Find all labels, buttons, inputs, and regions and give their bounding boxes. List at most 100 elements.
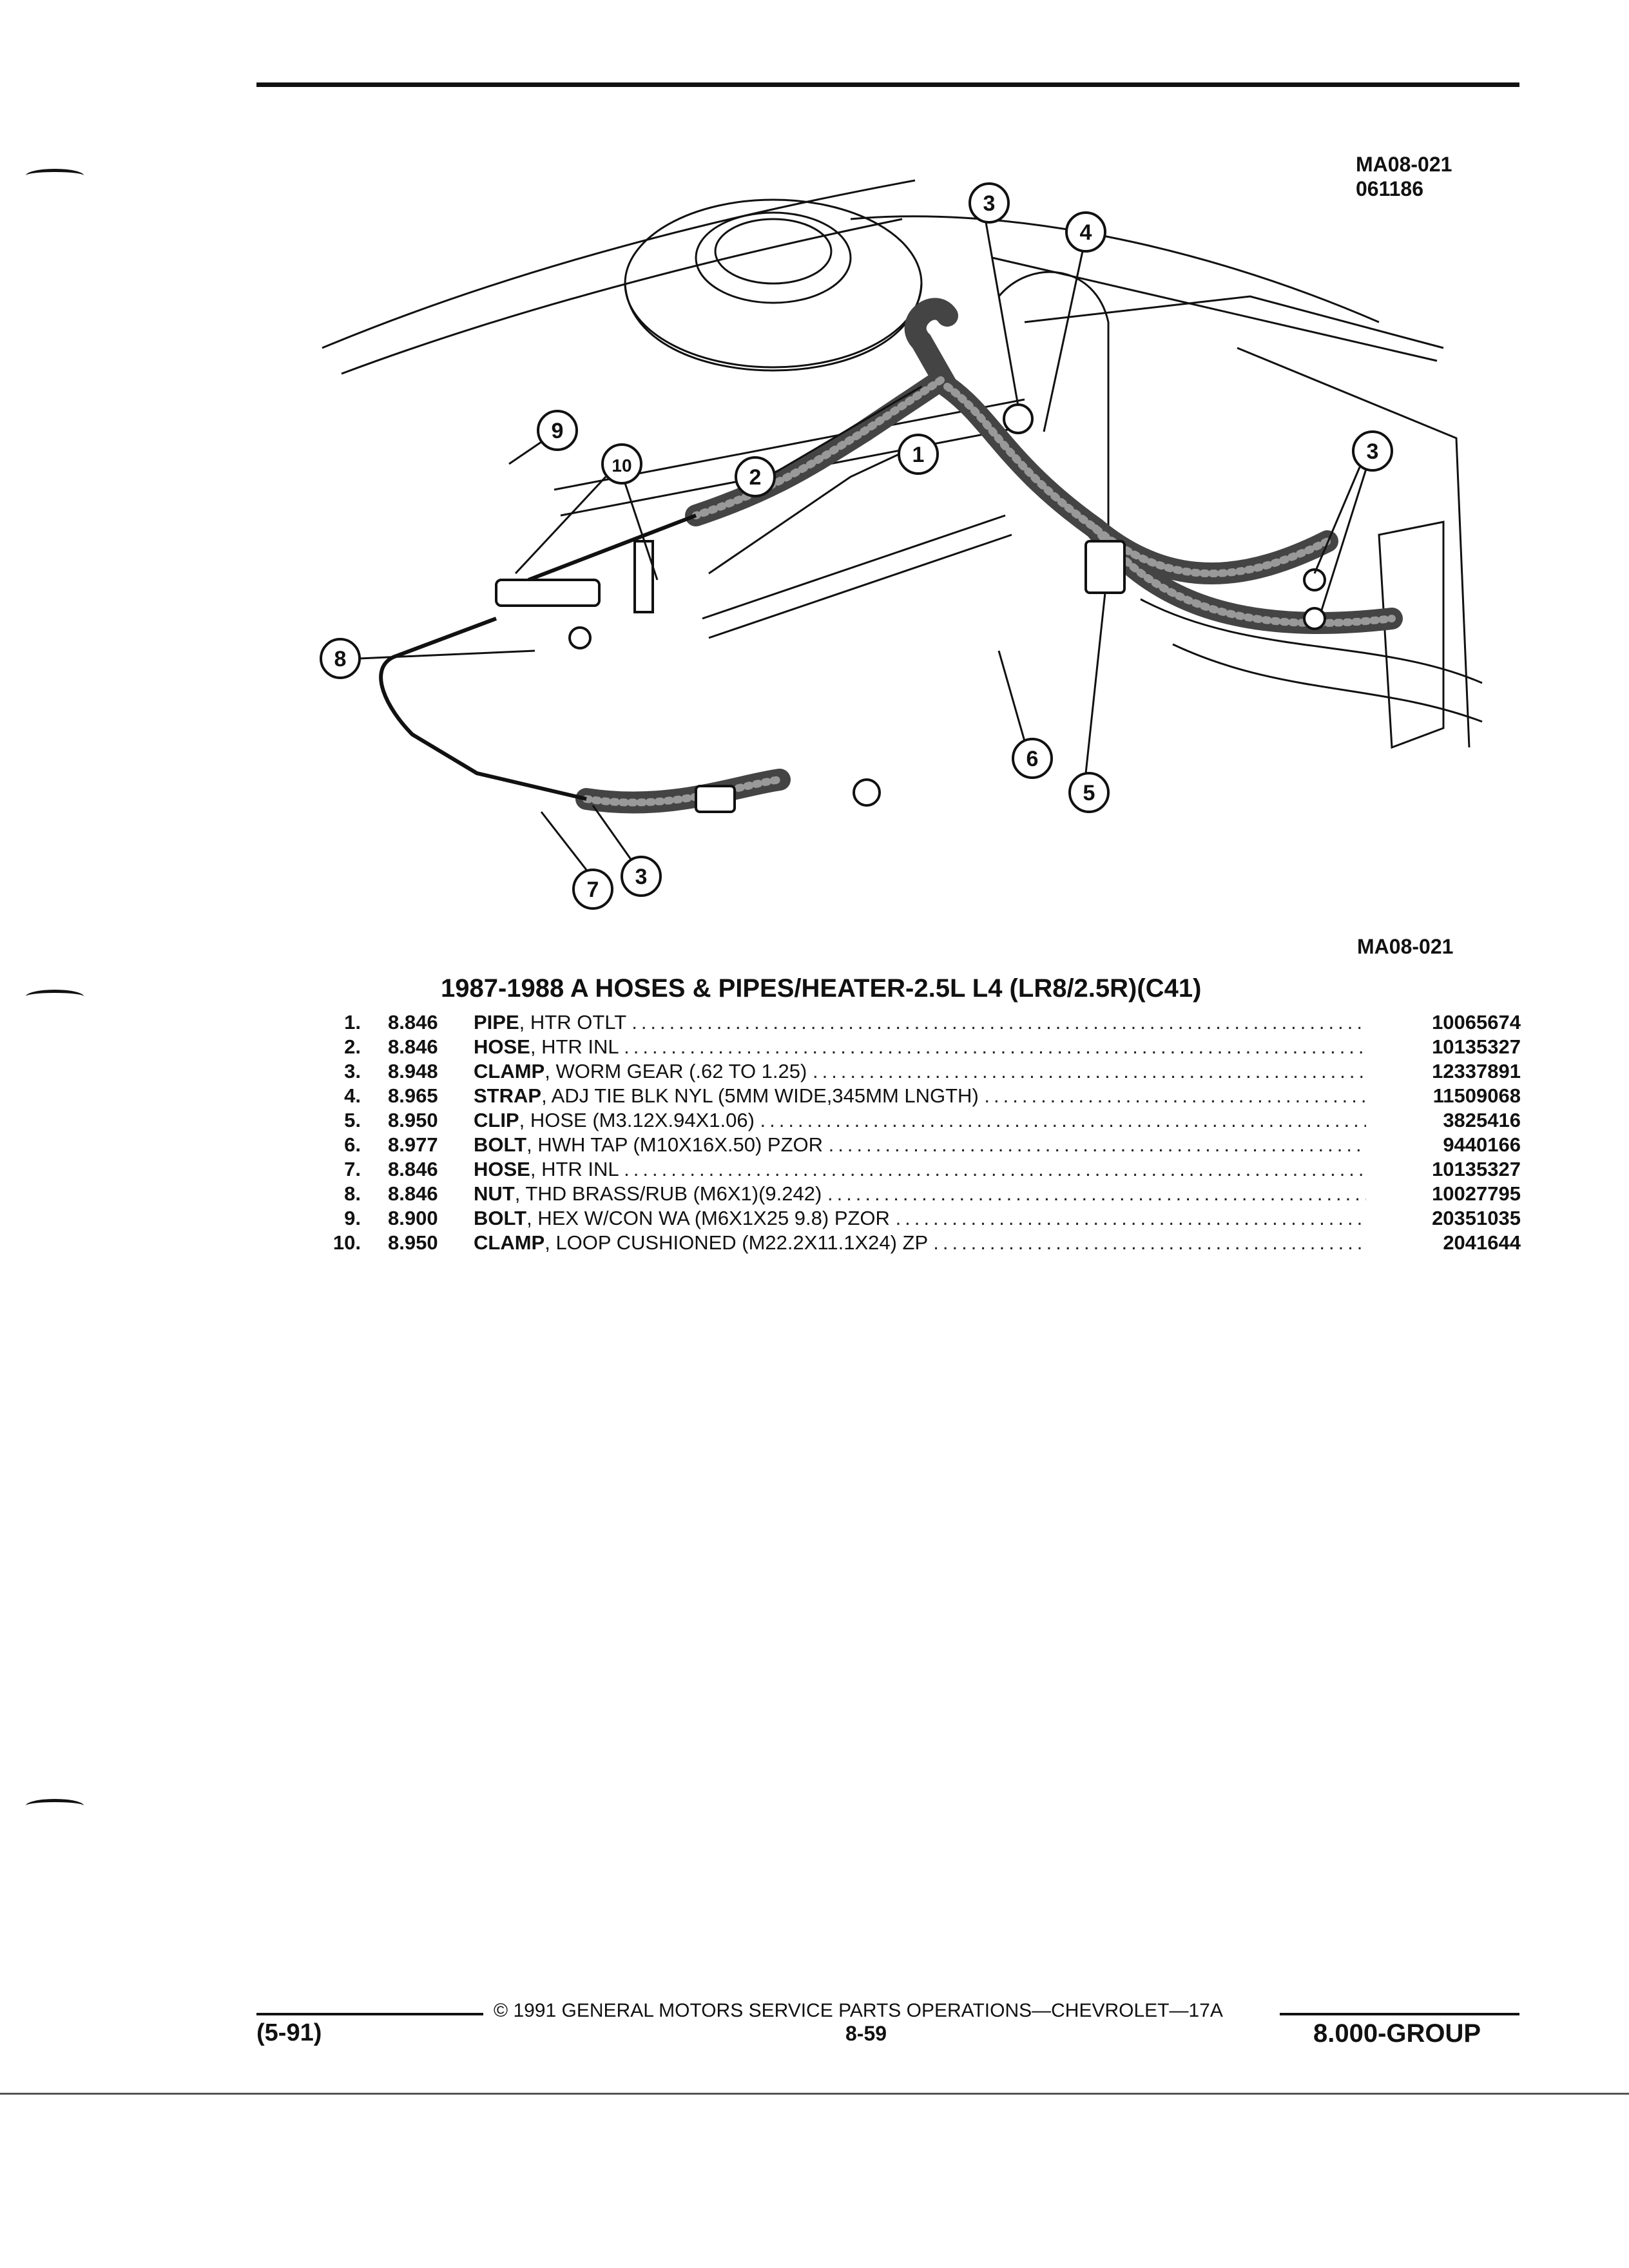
callout-5: 5 xyxy=(1083,781,1095,805)
group-code: 8.846 xyxy=(388,1158,438,1180)
part-spec: , WORM GEAR (.62 TO 1.25) xyxy=(545,1060,807,1082)
leader-dots: ........................................… xyxy=(828,1133,1366,1156)
part-description: CLAMP, WORM GEAR (.62 TO 1.25) .........… xyxy=(474,1059,1366,1084)
part-description: STRAP, ADJ TIE BLK NYL (5MM WIDE,345MM L… xyxy=(474,1084,1366,1108)
part-name: CLIP xyxy=(474,1109,519,1131)
leader-dots: ........................................… xyxy=(827,1182,1366,1205)
leader-dots: ........................................… xyxy=(631,1011,1366,1033)
part-name: CLAMP xyxy=(474,1231,545,1254)
part-name: PIPE xyxy=(474,1011,519,1033)
part-name: STRAP xyxy=(474,1084,542,1107)
callout-7: 7 xyxy=(587,878,599,902)
callout-8: 8 xyxy=(334,647,347,671)
part-description: CLAMP, LOOP CUSHIONED (M22.2X11.1X24) ZP… xyxy=(474,1231,1366,1255)
callout-3: 3 xyxy=(635,865,648,889)
part-description: PIPE, HTR OTLT .........................… xyxy=(474,1010,1366,1035)
callout-1: 1 xyxy=(912,443,925,467)
part-name: HOSE xyxy=(474,1158,530,1180)
callout-3: 3 xyxy=(983,191,996,216)
part-number: 11509068 xyxy=(1432,1084,1521,1107)
margin-mark xyxy=(26,1799,84,1812)
group-code: 8.965 xyxy=(388,1084,438,1107)
list-item: 3. 8.948 CLAMP, WORM GEAR (.62 TO 1.25) … xyxy=(316,1059,1521,1084)
part-description: HOSE, HTR INL ..........................… xyxy=(474,1035,1366,1059)
part-number: 3825416 xyxy=(1443,1109,1521,1131)
list-item: 1. 8.846 PIPE, HTR OTLT ................… xyxy=(316,1010,1521,1035)
callout-9: 9 xyxy=(552,419,564,443)
item-number: 6. xyxy=(344,1133,361,1156)
list-item: 5. 8.950 CLIP, HOSE (M3.12X.94X1.06) ...… xyxy=(316,1108,1521,1133)
group-code: 8.846 xyxy=(388,1011,438,1033)
part-name: BOLT xyxy=(474,1133,527,1156)
callout-3: 3 xyxy=(1367,439,1379,464)
diagram-ref-code-bottom: MA08-021 xyxy=(1357,935,1454,958)
group-code: 8.948 xyxy=(388,1060,438,1082)
group-code: 8.950 xyxy=(388,1109,438,1131)
part-description: BOLT, HEX W/CON WA (M6X1X25 9.8) PZOR ..… xyxy=(474,1206,1366,1231)
group-code: 8.977 xyxy=(388,1133,438,1156)
part-description: CLIP, HOSE (M3.12X.94X1.06) ............… xyxy=(474,1108,1366,1133)
item-number: 10. xyxy=(333,1231,361,1254)
callout-10: 10 xyxy=(612,456,631,476)
group-label: 8.000-GROUP xyxy=(1313,2019,1481,2048)
copyright-line: © 1991 GENERAL MOTORS SERVICE PARTS OPER… xyxy=(494,2000,1223,2021)
part-number: 20351035 xyxy=(1432,1207,1521,1229)
heater-hose-diagram: 3 4 1 2 3 9 10 8 6 5 7 3 xyxy=(320,179,1483,910)
part-name: CLAMP xyxy=(474,1060,545,1082)
item-number: 4. xyxy=(344,1084,361,1107)
list-item: 4. 8.965 STRAP, ADJ TIE BLK NYL (5MM WID… xyxy=(316,1084,1521,1108)
item-number: 3. xyxy=(344,1060,361,1082)
part-spec: , HEX W/CON WA (M6X1X25 9.8) PZOR xyxy=(526,1207,890,1229)
leader-dots: ........................................… xyxy=(624,1158,1366,1180)
list-item: 9. 8.900 BOLT, HEX W/CON WA (M6X1X25 9.8… xyxy=(316,1206,1521,1231)
part-number: 12337891 xyxy=(1432,1060,1521,1082)
callout-6: 6 xyxy=(1027,747,1039,771)
page-number: 8-59 xyxy=(845,2022,887,2045)
item-number: 5. xyxy=(344,1109,361,1131)
footer-rule-right xyxy=(1280,2013,1519,2015)
top-rule xyxy=(256,82,1519,87)
list-item: 6. 8.977 BOLT, HWH TAP (M10X16X.50) PZOR… xyxy=(316,1133,1521,1157)
part-name: BOLT xyxy=(474,1207,527,1229)
callout-2: 2 xyxy=(749,465,762,490)
leader-dots: ........................................… xyxy=(984,1084,1366,1107)
part-spec: , HOSE (M3.12X.94X1.06) xyxy=(519,1109,755,1131)
item-number: 9. xyxy=(344,1207,361,1229)
part-name: HOSE xyxy=(474,1035,530,1058)
bottom-rule xyxy=(0,2093,1629,2095)
part-number: 10027795 xyxy=(1432,1182,1521,1205)
diagram-date-code: 061186 xyxy=(1356,177,1424,200)
part-number: 10065674 xyxy=(1432,1011,1521,1033)
list-item: 7. 8.846 HOSE, HTR INL .................… xyxy=(316,1157,1521,1182)
leader-dots: ........................................… xyxy=(933,1231,1366,1254)
group-code: 8.950 xyxy=(388,1231,438,1254)
item-number: 2. xyxy=(344,1035,361,1058)
footer-rule-left xyxy=(256,2013,483,2015)
group-code: 8.846 xyxy=(388,1035,438,1058)
part-spec: , HWH TAP (M10X16X.50) PZOR xyxy=(526,1133,824,1156)
leader-dots: ........................................… xyxy=(760,1109,1366,1131)
part-number: 10135327 xyxy=(1432,1035,1521,1058)
part-name: NUT xyxy=(474,1182,515,1205)
part-description: NUT, THD BRASS/RUB (M6X1)(9.242) .......… xyxy=(474,1182,1366,1206)
part-spec: , HTR OTLT xyxy=(519,1011,626,1033)
group-code: 8.846 xyxy=(388,1182,438,1205)
part-spec: , HTR INL xyxy=(530,1158,619,1180)
part-description: BOLT, HWH TAP (M10X16X.50) PZOR ........… xyxy=(474,1133,1366,1157)
list-item: 10. 8.950 CLAMP, LOOP CUSHIONED (M22.2X1… xyxy=(316,1231,1521,1255)
part-spec: , LOOP CUSHIONED (M22.2X11.1X24) ZP xyxy=(545,1231,928,1254)
revision-date: (5-91) xyxy=(256,2019,322,2046)
item-number: 7. xyxy=(344,1158,361,1180)
section-title: 1987-1988 A HOSES & PIPES/HEATER-2.5L L4… xyxy=(441,974,1202,1003)
part-spec: , ADJ TIE BLK NYL (5MM WIDE,345MM LNGTH) xyxy=(541,1084,979,1107)
margin-mark xyxy=(26,990,84,1003)
parts-list: 1. 8.846 PIPE, HTR OTLT ................… xyxy=(316,1010,1521,1255)
part-number: 2041644 xyxy=(1443,1231,1521,1254)
part-spec: , HTR INL xyxy=(530,1035,619,1058)
part-spec: , THD BRASS/RUB (M6X1)(9.242) xyxy=(514,1182,822,1205)
diagram-ref-code: MA08-021 xyxy=(1356,153,1452,176)
leader-dots: ........................................… xyxy=(624,1035,1366,1058)
margin-mark xyxy=(26,169,84,182)
list-item: 2. 8.846 HOSE, HTR INL .................… xyxy=(316,1035,1521,1059)
leader-dots: ........................................… xyxy=(895,1207,1366,1229)
